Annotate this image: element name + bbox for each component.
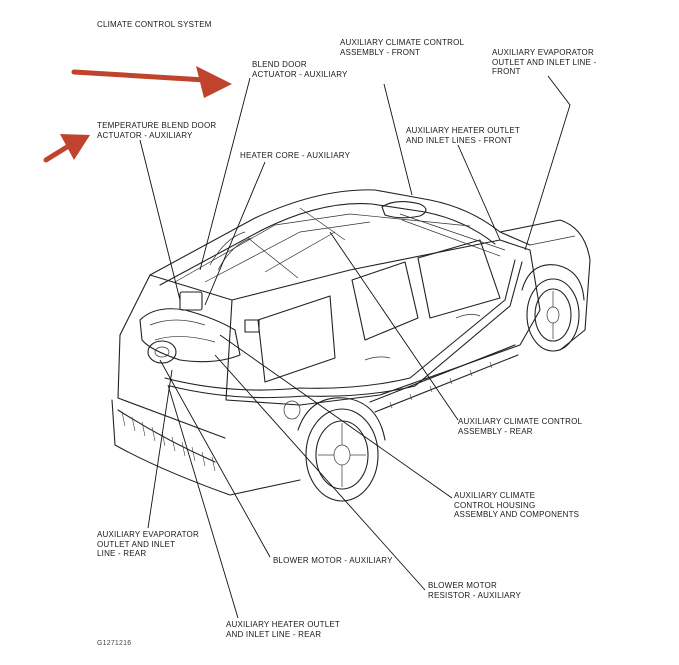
label-aux-heater-rear: AUXILIARY HEATER OUTLET AND INLET LINE -… (226, 620, 340, 639)
label-aux-heater-front: AUXILIARY HEATER OUTLET AND INLET LINES … (406, 126, 520, 145)
diagram-title: CLIMATE CONTROL SYSTEM (97, 20, 212, 29)
label-aux-evap-front: AUXILIARY EVAPORATOR OUTLET AND INLET LI… (492, 48, 597, 76)
label-blower-motor: BLOWER MOTOR - AUXILIARY (273, 556, 393, 565)
hvac-components (139, 213, 523, 399)
label-aux-housing: AUXILIARY CLIMATE CONTROL HOUSING ASSEMB… (454, 491, 580, 519)
label-aux-climate-rear: AUXILIARY CLIMATE CONTROL ASSEMBLY - REA… (458, 417, 583, 436)
label-blower-resistor: BLOWER MOTOR RESISTOR - AUXILIARY (428, 581, 522, 600)
figure-code: G1271216 (97, 640, 132, 647)
annotation-arrow-left (43, 134, 90, 163)
rear-wheel (297, 397, 386, 502)
annotation-arrow-top (71, 66, 232, 98)
vehicle-body (111, 189, 591, 502)
label-aux-climate-front: AUXILIARY CLIMATE CONTROL ASSEMBLY - FRO… (340, 38, 465, 57)
front-wheel (521, 264, 585, 352)
label-blend-door-actuator: BLEND DOOR ACTUATOR - AUXILIARY (252, 60, 348, 79)
label-heater-core: HEATER CORE - AUXILIARY (240, 151, 351, 160)
label-aux-evap-rear: AUXILIARY EVAPORATOR OUTLET AND INLET LI… (97, 530, 199, 558)
label-temp-blend-door: TEMPERATURE BLEND DOOR ACTUATOR - AUXILI… (97, 121, 217, 140)
leader-lines (139, 75, 571, 619)
